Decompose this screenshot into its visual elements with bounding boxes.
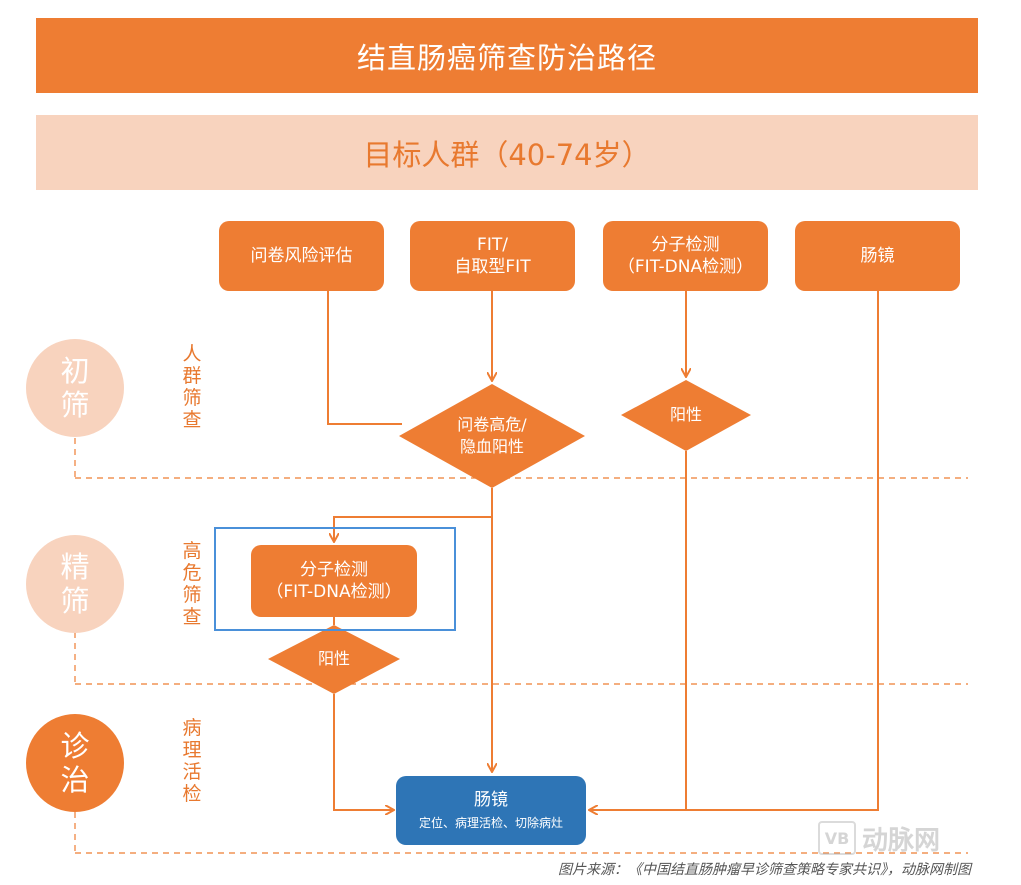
stage-label-precise: 高危筛查 [182, 540, 202, 628]
method-fit-box: FIT/ 自取型FIT [410, 221, 575, 291]
stage-circle-precise-text: 精筛 [60, 550, 90, 618]
stage-label-diagnosis: 病理活检 [182, 717, 202, 805]
decision-diamond-initial [399, 384, 585, 488]
stage-circle-initial: 初筛 [26, 339, 124, 437]
stage-circle-precise: 精筛 [26, 535, 124, 633]
stage-circle-initial-text: 初筛 [60, 354, 90, 422]
watermark-logo: VB 动脉网 [818, 820, 978, 856]
watermark-vr-icon: VB [818, 821, 856, 855]
colonoscopy-subtitle: 定位、病理活检、切除病灶 [418, 816, 563, 830]
stage-label-initial: 人群筛查 [182, 343, 202, 431]
stage-separators [74, 438, 968, 854]
watermark-text: 动脉网 [862, 825, 941, 856]
method-molecular-box: 分子检测 （FIT-DNA检测） [603, 221, 768, 291]
decision-molecular-label: 阳性 [669, 405, 702, 424]
colonoscopy-title: 肠镜 [474, 790, 508, 810]
method-colonoscopy-box: 肠镜 [795, 221, 960, 291]
method-questionnaire-box: 问卷风险评估 [219, 221, 384, 291]
target-population-banner: 目标人群（40-74岁） [36, 115, 978, 190]
stage-circle-diagnosis-text: 诊治 [60, 729, 90, 797]
decision-precise-label: 阳性 [317, 649, 350, 668]
highlight-frame [214, 527, 456, 631]
decision-diamond-molecular [621, 380, 751, 451]
stage-circle-diagnosis: 诊治 [26, 714, 124, 812]
source-caption: 图片来源：《中国结直肠肿瘤早诊筛查策略专家共识》，动脉网制图 [558, 862, 971, 878]
decision-initial-label: 问卷高危/ 隐血阳性 [457, 415, 527, 456]
flow-lines [327, 291, 879, 810]
decision-diamond-precise [268, 625, 400, 694]
colonoscopy-result-box: 肠镜 定位、病理活检、切除病灶 [396, 776, 586, 845]
page-title: 结直肠癌筛查防治路径 [36, 18, 978, 93]
precise-molecular-box: 分子检测 （FIT-DNA检测） [251, 545, 417, 617]
